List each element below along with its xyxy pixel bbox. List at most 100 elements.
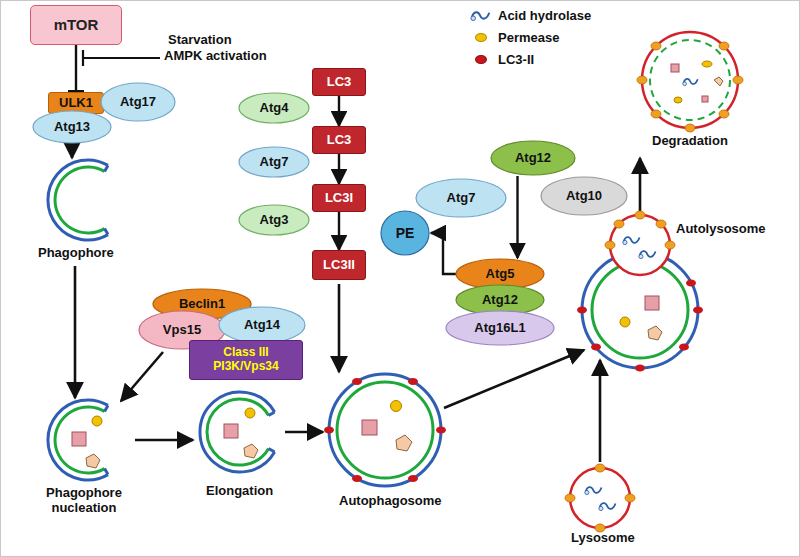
node-label: Atg17 — [120, 95, 156, 110]
arrow-connector — [431, 233, 456, 274]
lc3-box: LC3I — [312, 184, 366, 212]
pathway-arrow — [71, 147, 74, 158]
protein-ellipse: Atg12 — [490, 140, 576, 176]
node-outline — [381, 211, 429, 255]
node-label: Atg16L1 — [474, 321, 525, 336]
node-label: Atg12 — [482, 293, 518, 308]
node-label: Atg13 — [54, 120, 90, 135]
degraded-cargo — [683, 79, 698, 86]
lysosome-membrane — [599, 503, 616, 511]
inhibition-connector — [75, 45, 77, 92]
degraded-cargo — [702, 61, 712, 67]
permease-dot — [719, 110, 729, 118]
node-label: LC3II — [323, 258, 355, 273]
legend-item: Acid hydrolase — [470, 8, 591, 23]
protein-ellipse: Atg16L1 — [445, 310, 555, 346]
permease-dot — [595, 464, 605, 472]
permease-dot — [565, 464, 635, 532]
pe-circle: PE — [380, 210, 430, 256]
permease-dot — [651, 110, 661, 118]
enzyme-ellipse: Atg3 — [238, 204, 310, 236]
node-label: mTOR — [54, 16, 99, 33]
lc3-ii-dot — [577, 280, 703, 372]
cargo — [224, 424, 238, 438]
degradation-membrane — [642, 32, 738, 128]
node-outline — [239, 93, 309, 123]
phagophore-membrane — [55, 167, 104, 233]
node-label: LC3 — [327, 133, 352, 148]
pathway-arrow — [121, 352, 163, 401]
permease-dot — [637, 76, 647, 84]
cargo — [645, 296, 659, 310]
stage-label: Autolysosome — [676, 222, 766, 237]
cargo — [396, 435, 412, 451]
cargo — [245, 408, 255, 418]
node-label: Class III PI3K/Vps34 — [195, 346, 297, 374]
lysosome-membrane — [585, 487, 602, 495]
cargo — [92, 416, 102, 426]
protein-ellipse: Atg13 — [32, 110, 112, 144]
node-outline — [446, 311, 554, 345]
permease-dot — [605, 211, 675, 249]
permease-dot — [656, 220, 666, 228]
autophagosome-membrane — [329, 374, 441, 486]
legend-swatch — [470, 53, 492, 66]
enzyme-ellipse: Atg10 — [540, 176, 628, 216]
node-outline — [239, 205, 309, 235]
legend-text: Acid hydrolase — [498, 8, 591, 23]
permease-dot — [719, 42, 729, 50]
lc3-box: LC3 — [312, 126, 366, 154]
cargo — [86, 454, 100, 468]
legend-item: Permease — [470, 30, 559, 45]
cargo — [72, 416, 102, 468]
protein-ellipse: Atg14 — [218, 306, 306, 344]
autophagosome-membrane — [329, 374, 441, 486]
node-label: LC3 — [327, 75, 352, 90]
pathway-arrow — [639, 158, 642, 211]
node-outline — [101, 83, 175, 121]
node-label: LC3I — [325, 191, 353, 206]
degraded-cargo — [671, 61, 723, 103]
phagophore-membrane — [48, 160, 108, 240]
stage-label: Phagophore — [38, 246, 114, 261]
nucleation-membrane — [105, 405, 109, 474]
cargo — [648, 326, 662, 340]
permease-dot — [605, 241, 615, 249]
node-outline — [416, 179, 506, 217]
autophagosome-membrane — [337, 382, 433, 478]
lc3-ii-dot — [352, 378, 362, 385]
pathway-arrow — [599, 360, 602, 462]
permease-dot — [625, 494, 635, 502]
legend-text: LC3-II — [498, 52, 534, 67]
enzyme-ellipse: Atg7 — [415, 178, 507, 218]
pathway-arrow — [135, 439, 193, 442]
nucleation-membrane — [48, 400, 108, 480]
degradation-membrane — [650, 40, 730, 120]
lc3-ii-dot — [408, 378, 418, 385]
node-label: Beclin1 — [179, 297, 225, 312]
lc3-ii-dot — [679, 344, 689, 351]
lc3-ii-dot — [324, 427, 334, 434]
node-label: Atg10 — [566, 189, 602, 204]
permease-dot — [565, 494, 575, 502]
permease-dot — [665, 241, 675, 249]
lc3-box: LC3II — [312, 250, 366, 280]
stage-label: Lysosome — [571, 531, 635, 546]
elongation-membrane — [200, 392, 275, 472]
inhibition-line — [84, 57, 160, 59]
nucleation-membrane — [55, 407, 104, 473]
inhibition-line — [82, 50, 84, 66]
kinase-box: Class III PI3K/Vps34 — [189, 340, 303, 380]
degraded-cargo — [714, 77, 723, 86]
stage-label: Autophagosome — [339, 494, 442, 509]
node-outline — [491, 141, 575, 175]
cargo — [391, 401, 402, 412]
lc3-ii-dot — [693, 307, 703, 314]
legend-dot — [475, 55, 487, 64]
phagophore-membrane — [105, 165, 109, 234]
hydrolase-icon — [471, 12, 489, 20]
cargo — [620, 237, 662, 340]
arrow-connector — [516, 176, 518, 258]
lc3-ii-dot — [686, 280, 696, 287]
